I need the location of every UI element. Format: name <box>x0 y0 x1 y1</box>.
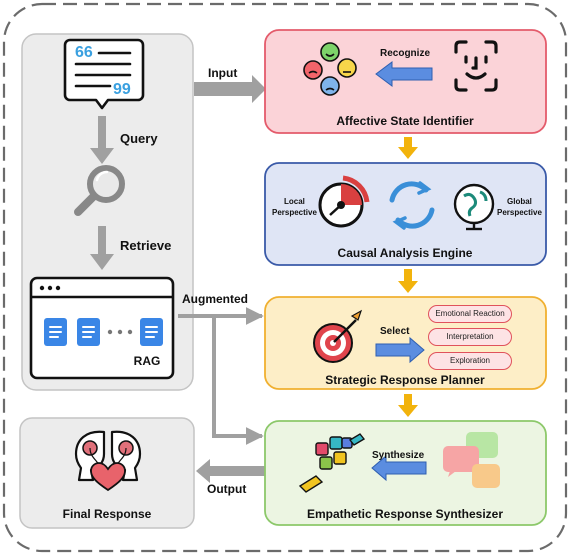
two-heads-heart-icon <box>74 430 142 492</box>
quote-bubble-icon <box>63 38 145 110</box>
chat-bubbles-icon <box>443 432 500 488</box>
strategic-module-title: Strategic Response Planner <box>325 373 485 387</box>
globe-icon <box>453 183 495 231</box>
synthesize-arrow <box>371 454 427 482</box>
query-label: Query <box>120 131 158 146</box>
select-arrow <box>375 336 425 364</box>
empathetic-module-title: Empathetic Response Synthesizer <box>306 507 504 521</box>
select-label: Select <box>380 326 410 337</box>
synthesize-label: Synthesize <box>372 450 425 461</box>
output-arrow <box>196 459 265 483</box>
target-icon <box>313 309 363 363</box>
input-label: Input <box>208 66 238 80</box>
search-icon <box>74 165 125 216</box>
retrieve-arrow <box>90 226 114 270</box>
arrow-strategic-empathetic <box>398 394 418 417</box>
option-emotional-reaction: Emotional Reaction <box>428 305 512 323</box>
global-label-line2: Perspective <box>497 208 542 217</box>
puzzle-pieces-icon <box>298 433 366 493</box>
emotion-faces-icon <box>303 42 357 96</box>
final-response-title: Final Response <box>62 507 152 521</box>
local-label-line1: Local <box>284 197 305 206</box>
output-label: Output <box>207 482 247 496</box>
recognize-arrow <box>375 61 433 87</box>
input-arrow <box>194 75 266 103</box>
local-perspective-icon <box>318 175 370 228</box>
local-perspective-label: Local Perspective <box>272 196 317 218</box>
local-label-line2: Perspective <box>272 208 317 217</box>
query-arrow <box>90 116 114 164</box>
recognize-label: Recognize <box>380 48 431 59</box>
rag-label: RAG <box>133 354 161 368</box>
rag-window-icon <box>29 276 175 380</box>
augmented-label: Augmented <box>182 292 248 306</box>
global-label-line1: Global <box>507 197 532 206</box>
arrow-affective-causal <box>398 137 418 159</box>
retrieve-label: Retrieve <box>120 238 172 253</box>
quote-open-glyph: 66 <box>75 44 93 61</box>
option-exploration: Exploration <box>428 352 512 370</box>
face-scan-icon <box>454 40 498 92</box>
causal-module-title: Causal Analysis Engine <box>337 246 473 260</box>
global-perspective-label: Global Perspective <box>497 196 542 218</box>
quote-close-glyph: 99 <box>113 81 131 98</box>
document-icons <box>44 318 163 346</box>
augmented-connector <box>178 307 264 445</box>
refresh-cycle-icon <box>389 181 435 230</box>
arrow-causal-strategic <box>398 269 418 293</box>
affective-module-title: Affective State Identifier <box>336 114 474 128</box>
option-interpretation: Interpretation <box>428 328 512 346</box>
